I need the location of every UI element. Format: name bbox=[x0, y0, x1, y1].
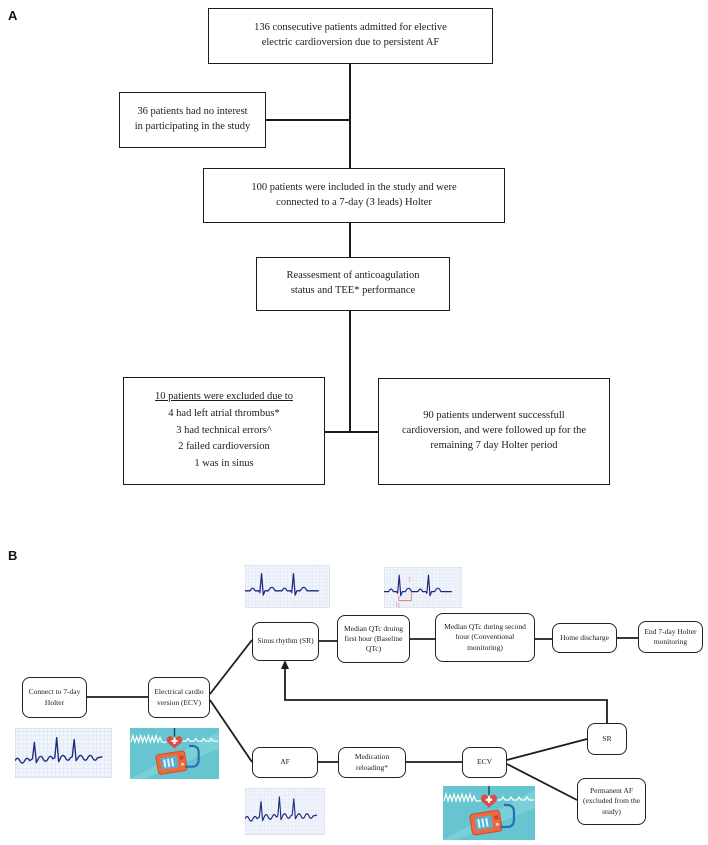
box-permanent-af-text: Permanent AF (excluded from the study) bbox=[582, 786, 641, 816]
panel-b-label: B bbox=[8, 548, 18, 563]
box-ecv: Electrical cardio version (ECV) bbox=[148, 677, 210, 718]
box-connect-holter-text: Connect to 7-day Holter bbox=[28, 687, 81, 707]
defibrillator-illustration bbox=[443, 786, 535, 840]
defibrillator-illustration bbox=[130, 728, 219, 779]
ecg-sinus-image bbox=[245, 565, 330, 608]
box-af-text: AF bbox=[280, 757, 290, 767]
box-included-text: 100 patients were included in the study … bbox=[251, 181, 457, 208]
box-reassessment-text: Reassesment of anticoagulation status an… bbox=[286, 270, 420, 296]
box-home-discharge: Home discharge bbox=[552, 623, 617, 653]
box-ecv-second: ECV bbox=[462, 747, 507, 778]
box-qtc-second-hour-text: Median QTc during second hour (Conventio… bbox=[444, 622, 526, 652]
box-qtc-first-hour: Median QTc druing first hour (Baseline Q… bbox=[337, 615, 410, 663]
box-reassessment: Reassesment of anticoagulation status an… bbox=[256, 257, 450, 311]
box-end-holter: End 7-day Holter monitoring bbox=[638, 621, 703, 653]
box-connect-holter: Connect to 7-day Holter bbox=[22, 677, 87, 718]
box-sr: SR bbox=[587, 723, 627, 755]
box-qtc-second-hour: Median QTc during second hour (Conventio… bbox=[435, 613, 535, 662]
box-medication-reloading: Medication reloading* bbox=[338, 747, 406, 778]
box-home-discharge-text: Home discharge bbox=[560, 632, 609, 642]
box-included-patients: 100 patients were included in the study … bbox=[203, 168, 505, 223]
box-admitted-text: 136 consecutive patients admitted for el… bbox=[254, 22, 447, 48]
box-excluded-patients: 10 patients were excluded due to 4 had l… bbox=[123, 377, 325, 485]
excluded-item: 3 had technical errors^ bbox=[176, 424, 272, 436]
panel-a-label: A bbox=[8, 8, 18, 23]
box-medication-reloading-text: Medication reloading* bbox=[354, 752, 390, 772]
box-end-holter-text: End 7-day Holter monitoring bbox=[644, 626, 697, 646]
arrowhead-up-icon bbox=[281, 660, 289, 669]
excluded-item: 1 was in sinus bbox=[194, 458, 254, 470]
box-ecv-second-text: ECV bbox=[477, 757, 492, 767]
ecg-qt-interval-image bbox=[384, 567, 462, 608]
box-sr-text: SR bbox=[602, 733, 612, 743]
excluded-item: 4 had left atrial thrombus* bbox=[168, 407, 280, 419]
box-successful-cardioversion: 90 patients underwent successfull cardio… bbox=[378, 378, 610, 485]
box-admitted-patients: 136 consecutive patients admitted for el… bbox=[208, 8, 493, 64]
ecg-af-image bbox=[245, 788, 325, 835]
box-sinus-rhythm-text: Sinus rhythm (SR) bbox=[257, 636, 314, 646]
box-qtc-first-hour-text: Median QTc druing first hour (Baseline Q… bbox=[343, 623, 404, 654]
box-sinus-rhythm: Sinus rhythm (SR) bbox=[252, 622, 319, 661]
box-successful-text: 90 patients underwent successfull cardio… bbox=[402, 410, 586, 451]
box-no-interest-text: 36 patients had no interest in participa… bbox=[134, 106, 251, 132]
ecg-af-image bbox=[15, 728, 112, 778]
excluded-title: 10 patients were excluded due to bbox=[155, 391, 293, 402]
excluded-item: 2 failed cardioversion bbox=[178, 441, 270, 453]
box-no-interest: 36 patients had no interest in participa… bbox=[119, 92, 266, 148]
box-af: AF bbox=[252, 747, 318, 778]
box-ecv-text: Electrical cardio version (ECV) bbox=[154, 687, 204, 707]
box-permanent-af: Permanent AF (excluded from the study) bbox=[577, 778, 646, 825]
